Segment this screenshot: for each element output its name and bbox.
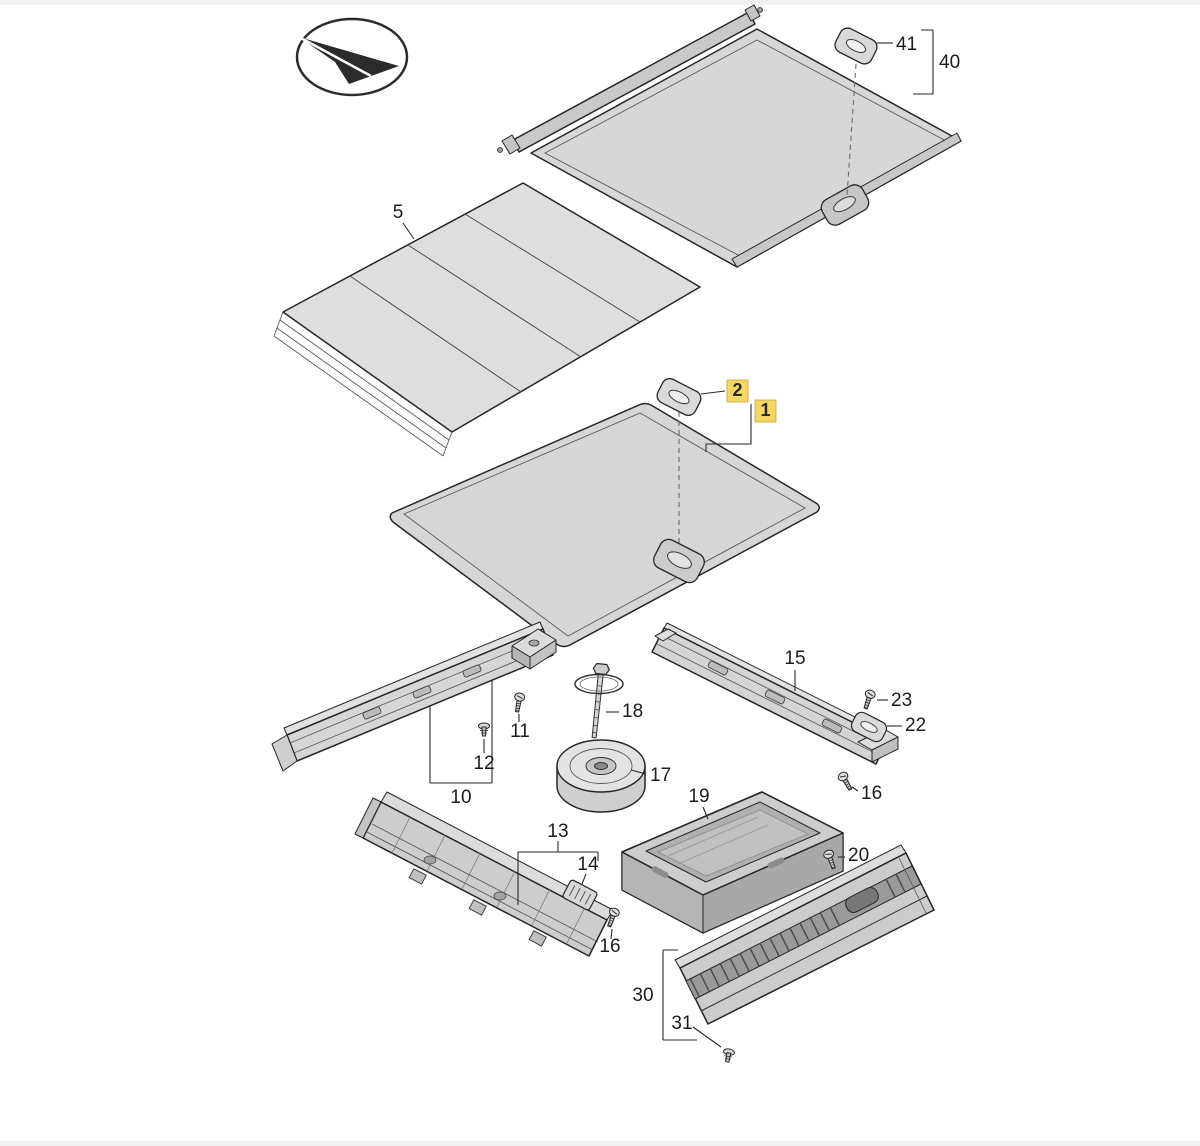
highlight-tag[interactable] bbox=[726, 379, 749, 403]
part-10-left-rail bbox=[271, 621, 557, 772]
part-16-screw-right bbox=[836, 770, 856, 793]
part-23-screw bbox=[860, 688, 877, 711]
callout-19[interactable]: 19 bbox=[688, 786, 710, 820]
callout-16a[interactable]: 16 bbox=[599, 928, 621, 957]
part-41-cover-handle bbox=[834, 27, 878, 197]
part-40-cargo-cover-blind bbox=[497, 4, 962, 268]
callout-label-41[interactable]: 41 bbox=[896, 34, 917, 55]
callout-label-12[interactable]: 12 bbox=[473, 753, 494, 774]
callout-label-22[interactable]: 22 bbox=[905, 715, 926, 736]
assembly-dashed-line bbox=[846, 63, 857, 197]
callout-label-14[interactable]: 14 bbox=[577, 854, 599, 875]
brand-logo bbox=[295, 17, 409, 97]
arrow-icon bbox=[299, 37, 399, 84]
callout-22[interactable]: 22 bbox=[887, 715, 926, 736]
callout-12[interactable]: 12 bbox=[473, 739, 495, 774]
callout-13[interactable]: 13 bbox=[517, 821, 599, 905]
part-18-bolt bbox=[574, 662, 624, 739]
page-edge-top bbox=[0, 0, 1200, 5]
callout-label-40[interactable]: 40 bbox=[939, 52, 960, 73]
part-22-handle bbox=[850, 711, 888, 743]
callout-label-13[interactable]: 13 bbox=[547, 821, 568, 842]
callout-label-16b[interactable]: 16 bbox=[861, 783, 882, 804]
part-17-foam-spacer bbox=[556, 739, 646, 813]
callout-14[interactable]: 14 bbox=[577, 854, 599, 885]
callout-label-30[interactable]: 30 bbox=[632, 985, 653, 1006]
callout-label-10[interactable]: 10 bbox=[450, 787, 471, 808]
callout-11[interactable]: 11 bbox=[510, 714, 530, 742]
callout-40[interactable]: 40 bbox=[913, 29, 960, 95]
callout-31[interactable]: 31 bbox=[671, 1013, 722, 1048]
callout-label-17[interactable]: 17 bbox=[650, 765, 671, 786]
callout-41[interactable]: 41 bbox=[877, 34, 917, 55]
part-13-sill-trim bbox=[354, 791, 614, 957]
callout-15[interactable]: 15 bbox=[784, 648, 806, 691]
callout-label-20[interactable]: 20 bbox=[848, 845, 869, 866]
part-15-right-rail bbox=[651, 622, 899, 765]
callout-label-5[interactable]: 5 bbox=[393, 202, 404, 223]
callout-10[interactable]: 10 bbox=[429, 681, 493, 808]
part-2-floor-handle bbox=[656, 377, 702, 417]
callout-label-1[interactable]: 1 bbox=[760, 400, 770, 420]
part-31-clip bbox=[721, 1047, 736, 1064]
callout-18[interactable]: 18 bbox=[606, 701, 643, 722]
part-12-clip bbox=[478, 722, 490, 737]
highlight-tag[interactable] bbox=[754, 399, 777, 423]
callout-label-18[interactable]: 18 bbox=[622, 701, 643, 722]
part-19-storage-tray bbox=[621, 791, 844, 934]
callout-1[interactable]: 1 bbox=[705, 399, 777, 452]
callout-label-11[interactable]: 11 bbox=[510, 721, 530, 742]
part-1-loading-floor bbox=[389, 402, 820, 648]
part-5-folded-mat bbox=[273, 182, 701, 457]
blind-handle-recess bbox=[820, 184, 870, 226]
callout-30[interactable]: 30 bbox=[632, 949, 697, 1041]
callout-label-19[interactable]: 19 bbox=[688, 786, 709, 807]
part-11-screw bbox=[511, 691, 526, 714]
part-14-grille bbox=[562, 879, 598, 911]
floor-handle-recess bbox=[653, 538, 705, 584]
callout-20[interactable]: 20 bbox=[838, 845, 869, 866]
callout-5[interactable]: 5 bbox=[393, 202, 415, 240]
callout-23[interactable]: 23 bbox=[877, 690, 912, 711]
callout-16b[interactable]: 16 bbox=[851, 783, 882, 804]
trim-recess bbox=[845, 887, 879, 913]
callout-label-23[interactable]: 23 bbox=[891, 690, 912, 711]
callout-label-31[interactable]: 31 bbox=[671, 1013, 692, 1034]
part-30-loading-edge-trim bbox=[674, 844, 935, 1025]
callout-label-16a[interactable]: 16 bbox=[599, 936, 620, 957]
callout-17[interactable]: 17 bbox=[630, 765, 671, 786]
callout-label-2[interactable]: 2 bbox=[732, 380, 742, 400]
page-edge-bottom bbox=[0, 1141, 1200, 1146]
callout-label-15[interactable]: 15 bbox=[784, 648, 805, 669]
callout-2[interactable]: 2 bbox=[700, 379, 749, 403]
